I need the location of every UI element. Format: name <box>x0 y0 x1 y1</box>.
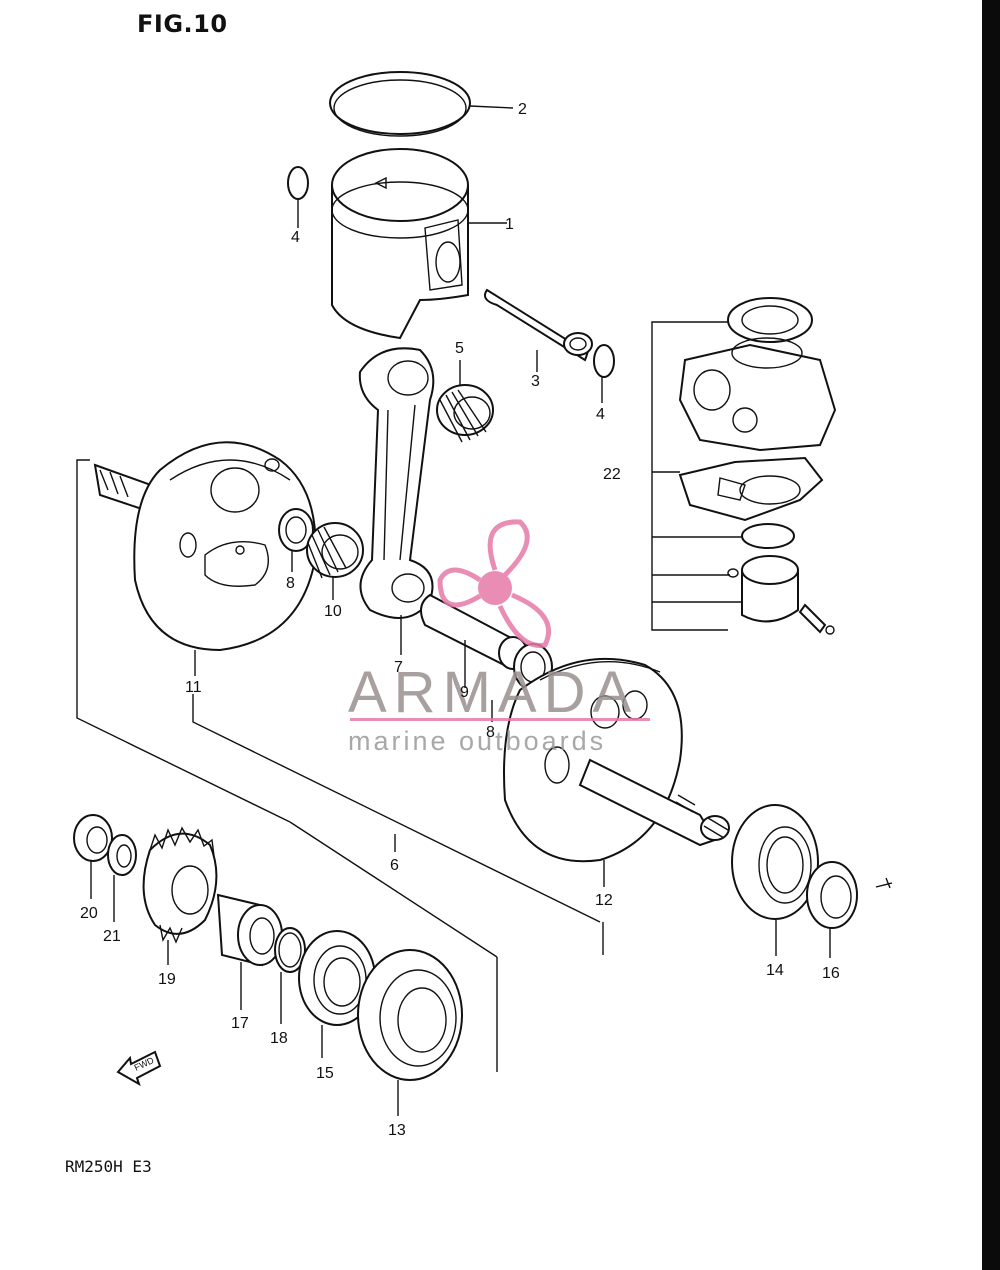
callout-18: 18 <box>270 1030 288 1047</box>
callout-21: 21 <box>103 928 121 945</box>
propeller-logo <box>437 519 552 648</box>
callout-17: 17 <box>231 1015 249 1032</box>
cylinder-top-end-kit <box>651 297 837 635</box>
callout-1: 1 <box>505 216 514 233</box>
callout-22: 22 <box>603 466 621 483</box>
bearing-left <box>357 949 463 1116</box>
callout-14: 14 <box>766 962 784 979</box>
model-label: RM250H E3 <box>65 1157 152 1176</box>
callouts: 2 1 4 3 5 4 22 8 10 7 11 9 8 6 12 20 21 … <box>80 101 840 1139</box>
big-end-bearing <box>306 522 364 600</box>
callout-7: 7 <box>394 659 403 676</box>
washer <box>107 834 137 922</box>
crankshaft-left <box>93 441 317 676</box>
callout-13: 13 <box>388 1122 406 1139</box>
crankshaft-assembly-bracket <box>76 459 604 1072</box>
watermark-brand: ARMADA <box>348 660 638 725</box>
callout-2: 2 <box>518 101 527 118</box>
callout-16: 16 <box>822 965 840 982</box>
callout-11: 11 <box>185 679 202 696</box>
watermark-tagline: marine outboards <box>348 726 606 756</box>
callout-12: 12 <box>595 892 613 909</box>
piston <box>331 148 507 340</box>
small-end-bearing <box>436 360 494 443</box>
scan-edge <box>982 0 1000 1270</box>
callout-20: 20 <box>80 905 98 922</box>
watermark-rule <box>350 718 650 721</box>
primary-drive-gear <box>142 826 218 965</box>
callout-4-right: 4 <box>596 406 605 423</box>
circlip-right <box>593 344 615 403</box>
figure-title: FIG.10 <box>137 10 228 38</box>
oil-seal-right <box>806 861 893 958</box>
crank-nut <box>73 814 113 899</box>
circlip-left <box>287 166 309 228</box>
piston-ring <box>329 71 514 137</box>
spacer <box>216 893 283 1010</box>
callout-19: 19 <box>158 971 176 988</box>
o-ring <box>274 927 306 1024</box>
callout-9: 9 <box>460 684 469 701</box>
callout-10: 10 <box>324 603 342 620</box>
callout-5: 5 <box>455 340 464 357</box>
piston-pin <box>484 288 593 372</box>
bearing-right <box>731 804 819 956</box>
callout-6: 6 <box>390 857 399 874</box>
crankshaft-right <box>503 657 730 887</box>
callout-4-left: 4 <box>291 229 300 246</box>
fwd-arrow: FWD <box>116 1050 162 1087</box>
watermark: ARMADA marine outboards <box>348 519 650 756</box>
callout-3: 3 <box>531 373 540 390</box>
callout-15: 15 <box>316 1065 334 1082</box>
callout-8-right: 8 <box>486 724 495 741</box>
thrust-washer-left <box>278 508 314 572</box>
callout-8-left: 8 <box>286 575 295 592</box>
